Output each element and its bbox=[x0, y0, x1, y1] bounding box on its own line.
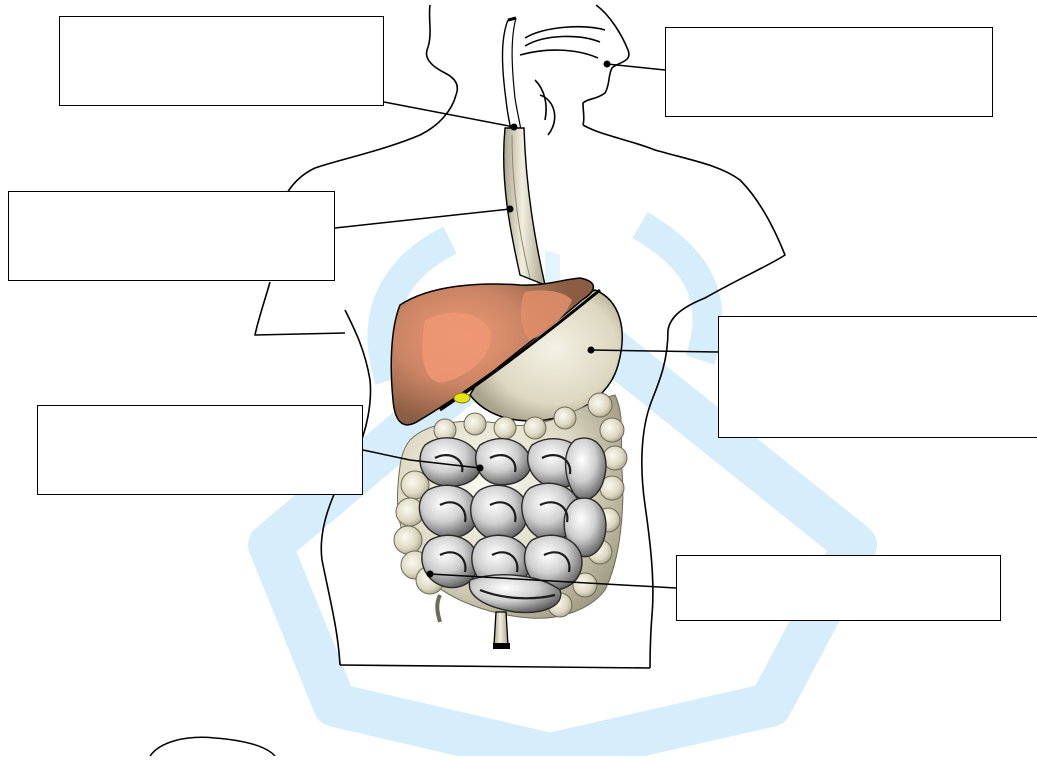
leader-line-mouth bbox=[607, 64, 665, 70]
label-box-stomach[interactable] bbox=[718, 316, 1037, 438]
label-text bbox=[677, 556, 1000, 568]
label-box-mouth[interactable] bbox=[665, 27, 993, 117]
leader-line-esophagus-top bbox=[384, 102, 514, 127]
leader-line-esophagus bbox=[335, 209, 510, 228]
bottom-partial-outline bbox=[150, 737, 275, 756]
label-text bbox=[666, 28, 992, 40]
label-text bbox=[38, 406, 362, 418]
label-box-esophagus-top[interactable] bbox=[59, 16, 384, 106]
label-text bbox=[60, 17, 383, 29]
label-box-esophagus[interactable] bbox=[8, 191, 335, 281]
gallbladder bbox=[454, 393, 470, 403]
label-box-large-intestine[interactable] bbox=[676, 555, 1001, 621]
label-text bbox=[9, 192, 334, 204]
esophagus bbox=[503, 18, 546, 285]
label-text bbox=[719, 317, 1037, 329]
label-box-small-intestine[interactable] bbox=[37, 405, 363, 495]
rectum bbox=[493, 612, 510, 649]
